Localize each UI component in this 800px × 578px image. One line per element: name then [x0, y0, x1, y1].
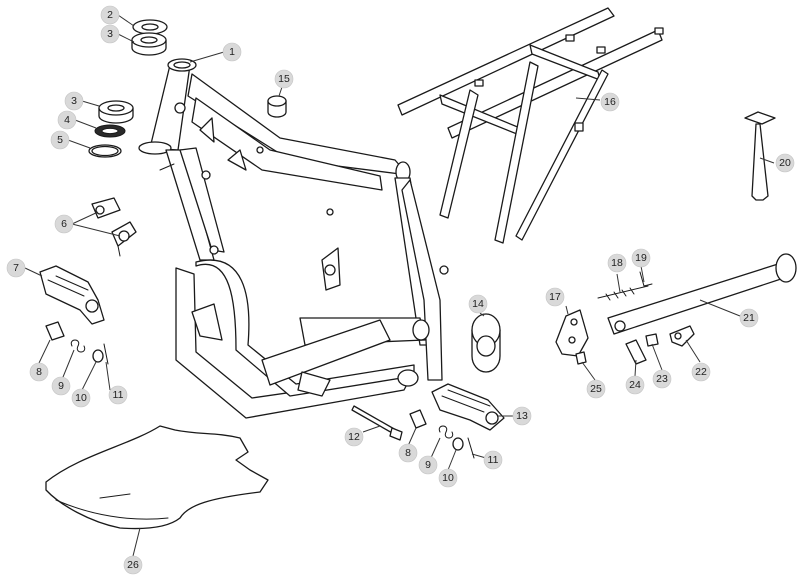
- callout-26: 26: [123, 555, 143, 575]
- callout-label: 6: [61, 218, 67, 230]
- callout-label: 15: [278, 73, 290, 85]
- callout-label: 2: [107, 9, 113, 21]
- callout-label: 17: [549, 291, 561, 303]
- cotter-pin-right: [467, 437, 475, 459]
- washer-left: [92, 349, 104, 363]
- callout-15: 15: [274, 69, 294, 89]
- stand-pin: [625, 339, 647, 365]
- callout-label: 12: [348, 431, 360, 443]
- callout-24: 24: [625, 375, 645, 395]
- stand-spring: [597, 285, 649, 301]
- callout-label: 7: [13, 262, 19, 274]
- stand-bolt: [645, 333, 659, 347]
- callout-label: 24: [629, 379, 641, 391]
- rear-subframe: [397, 7, 664, 244]
- callout-label: 3: [71, 95, 77, 107]
- callout-17: 17: [545, 287, 565, 307]
- spring-hook: [639, 271, 653, 287]
- callout-4: 4: [57, 110, 77, 130]
- callout-label: 9: [425, 459, 431, 471]
- callout-label: 22: [695, 366, 707, 378]
- bracket-bolt: [575, 351, 587, 365]
- callout-9: 9: [51, 376, 71, 396]
- callout-1: 1: [222, 42, 242, 62]
- callout-5: 5: [50, 130, 70, 150]
- callout-10: 10: [438, 468, 458, 488]
- washer-right: [452, 437, 464, 451]
- leader-lines: [24, 14, 775, 557]
- callout-11: 11: [108, 385, 128, 405]
- wrench-tool: [744, 111, 776, 201]
- callout-21: 21: [739, 308, 759, 328]
- callout-label: 4: [64, 114, 70, 126]
- callout-label: 3: [107, 28, 113, 40]
- steering-seal-top: [132, 19, 168, 35]
- main-frame: [138, 58, 449, 419]
- callout-3: 3: [100, 24, 120, 44]
- callout-8: 8: [29, 362, 49, 382]
- callout-8: 8: [398, 443, 418, 463]
- callout-11: 11: [483, 450, 503, 470]
- callout-label: 8: [405, 447, 411, 459]
- callout-2: 2: [100, 5, 120, 25]
- callout-label: 26: [127, 559, 139, 571]
- side-stand: [607, 253, 797, 335]
- callout-25: 25: [586, 379, 606, 399]
- footrest-spring-left: [70, 339, 86, 353]
- callout-label: 18: [611, 257, 623, 269]
- brackets: [91, 197, 137, 257]
- callout-label: 10: [442, 472, 454, 484]
- callout-label: 10: [75, 392, 87, 404]
- callout-18: 18: [607, 253, 627, 273]
- callout-12: 12: [344, 427, 364, 447]
- spacer-bushing: [267, 95, 287, 118]
- callout-23: 23: [652, 369, 672, 389]
- cotter-pin-left: [103, 343, 109, 365]
- steering-bearing-top: [131, 32, 167, 56]
- callout-label: 23: [656, 373, 668, 385]
- skid-plate: [45, 425, 269, 530]
- callout-label: 16: [604, 96, 616, 108]
- callout-13: 13: [512, 406, 532, 426]
- steering-seal-lower: [94, 124, 126, 138]
- side-stand-bracket: [555, 309, 589, 357]
- footrest-pin-right: [409, 409, 427, 429]
- callout-label: 11: [113, 389, 124, 401]
- stand-plate: [669, 325, 695, 347]
- o-ring: [88, 144, 122, 158]
- callout-label: 14: [472, 298, 484, 310]
- chain-roller: [471, 313, 501, 373]
- footrest-pin-left: [45, 321, 65, 341]
- callout-19: 19: [631, 248, 651, 268]
- callout-label: 13: [516, 410, 528, 422]
- callout-7: 7: [6, 258, 26, 278]
- callout-label: 20: [779, 157, 791, 169]
- pivot-bolt: [351, 405, 403, 441]
- callout-label: 5: [57, 134, 63, 146]
- callout-label: 11: [488, 454, 499, 466]
- callout-6: 6: [54, 214, 74, 234]
- callout-label: 8: [36, 366, 42, 378]
- callout-label: 1: [229, 46, 235, 58]
- callout-label: 19: [635, 252, 647, 264]
- callout-22: 22: [691, 362, 711, 382]
- footrest-right: [431, 383, 505, 431]
- callout-label: 25: [590, 383, 602, 395]
- callout-14: 14: [468, 294, 488, 314]
- callout-9: 9: [418, 455, 438, 475]
- callout-label: 21: [743, 312, 755, 324]
- steering-bearing-lower: [98, 100, 134, 124]
- callout-16: 16: [600, 92, 620, 112]
- callout-label: 9: [58, 380, 64, 392]
- callout-3: 3: [64, 91, 84, 111]
- footrest-spring-right: [438, 425, 454, 439]
- callout-20: 20: [775, 153, 795, 173]
- callout-10: 10: [71, 388, 91, 408]
- footrest-left: [39, 265, 105, 325]
